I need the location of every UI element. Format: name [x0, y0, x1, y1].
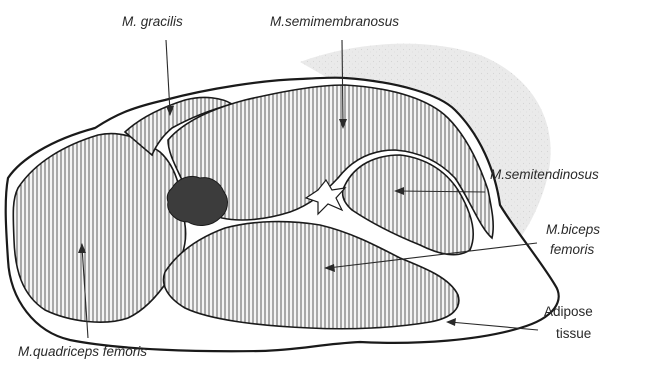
label-quadriceps: M.quadriceps femoris: [18, 344, 147, 359]
femur-bone: [167, 176, 227, 225]
label-adipose-line1: Adipose: [544, 304, 593, 319]
label-biceps-line2: femoris: [550, 242, 594, 257]
label-gracilis: M. gracilis: [122, 14, 183, 29]
label-adipose-line2: tissue: [556, 326, 591, 341]
label-biceps-line1: M.biceps: [546, 222, 600, 237]
label-semimembranosus: M.semimembranosus: [270, 14, 399, 29]
label-semitendinosus: M.semitendinosus: [490, 167, 599, 182]
